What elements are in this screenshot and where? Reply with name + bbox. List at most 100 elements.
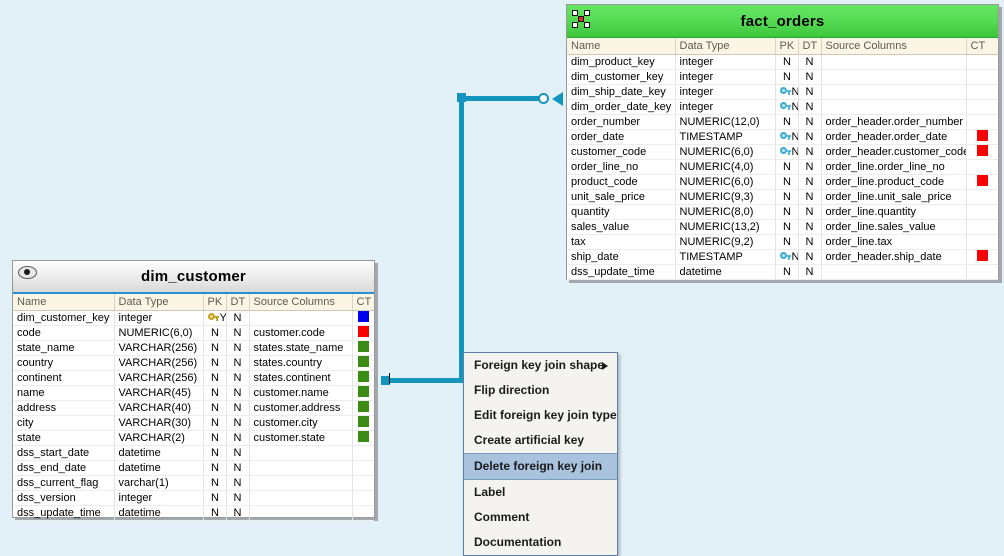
column-ct-swatch [966,69,998,85]
column-dt: N [226,415,250,431]
join-cardinality-tick [389,373,390,384]
column-ct-swatch [966,234,998,250]
menu-item-flip-direction[interactable]: Flip direction [464,378,617,403]
menu-item-label: Documentation [474,535,562,549]
column-name: order_line_no [567,159,676,175]
column-pk: N [203,505,227,521]
menu-item-create-artificial-key[interactable]: Create artificial key [464,428,617,453]
column-data-type: datetime [114,505,204,521]
menu-item-label: Flip direction [474,383,550,397]
column-name: dss_update_time [567,264,676,280]
column-row[interactable]: customer_codeNUMERIC(6,0)NNorder_header.… [567,144,998,160]
entity-titlebar-fact-orders[interactable]: fact_orders [567,5,998,38]
menu-item-foreign-key-join-shape[interactable]: Foreign key join shape [464,353,617,378]
join-corner-handle[interactable] [457,93,466,102]
column-data-type: integer [675,54,776,70]
menu-item-documentation[interactable]: Documentation [464,530,617,555]
column-ct-swatch [352,475,374,491]
column-name: tax [567,234,676,250]
entity-titlebar-dim-customer[interactable]: dim_customer [13,261,374,294]
column-ct-swatch [966,249,998,265]
column-row[interactable]: dim_customer_keyintegerYN [13,310,374,326]
column-header-ct[interactable]: CT [352,294,374,311]
column-source: order_header.customer_code [821,144,967,160]
menu-item-label: Edit foreign key join type [474,408,617,422]
join-start-handle[interactable] [381,376,390,385]
column-data-type: integer [675,69,776,85]
menu-item-edit-foreign-key-join-type[interactable]: Edit foreign key join type [464,403,617,428]
join-segment-bottom[interactable] [384,378,476,383]
column-header-ct[interactable]: CT [966,38,998,55]
join-segment-top[interactable] [461,96,547,101]
column-name: dim_ship_date_key [567,84,676,100]
column-data-type: datetime [114,460,204,476]
column-header-data-type[interactable]: Data Type [675,38,776,55]
column-ct-swatch [966,99,998,115]
column-header-name[interactable]: Name [13,294,115,311]
menu-item-comment[interactable]: Comment [464,505,617,530]
menu-item-label[interactable]: Label [464,480,617,505]
column-pk: N [775,144,799,160]
column-data-type: VARCHAR(256) [114,340,204,356]
column-row[interactable]: ship_dateTIMESTAMPNNorder_header.ship_da… [567,249,998,265]
column-data-type: integer [675,84,776,100]
menu-item-label: Delete foreign key join [474,459,603,473]
column-header-pk[interactable]: PK [203,294,227,311]
join-segment-vertical[interactable] [459,96,464,381]
column-header-dt[interactable]: DT [798,38,822,55]
column-data-type: NUMERIC(9,3) [675,189,776,205]
foreign-key-icon [779,251,791,261]
column-header-data-type[interactable]: Data Type [114,294,204,311]
column-dt: N [798,189,822,205]
column-data-type: integer [675,99,776,115]
column-header-pk[interactable]: PK [775,38,799,55]
column-source [821,99,967,115]
menu-item-label: Foreign key join shape [474,358,605,372]
column-header-dt[interactable]: DT [226,294,250,311]
column-header-name[interactable]: Name [567,38,676,55]
column-source [821,264,967,280]
column-data-type: NUMERIC(6,0) [114,325,204,341]
column-header-source-columns[interactable]: Source Columns [821,38,967,55]
column-source: customer.name [249,385,353,401]
column-header-source-columns[interactable]: Source Columns [249,294,353,311]
column-name: city [13,415,115,431]
column-name: dss_end_date [13,460,115,476]
column-row[interactable]: order_dateTIMESTAMPNNorder_header.order_… [567,129,998,145]
menu-item-delete-foreign-key-join[interactable]: Delete foreign key join [464,453,617,480]
column-pk: N [775,69,799,85]
column-ct-swatch [352,325,374,341]
column-data-type: NUMERIC(12,0) [675,114,776,130]
